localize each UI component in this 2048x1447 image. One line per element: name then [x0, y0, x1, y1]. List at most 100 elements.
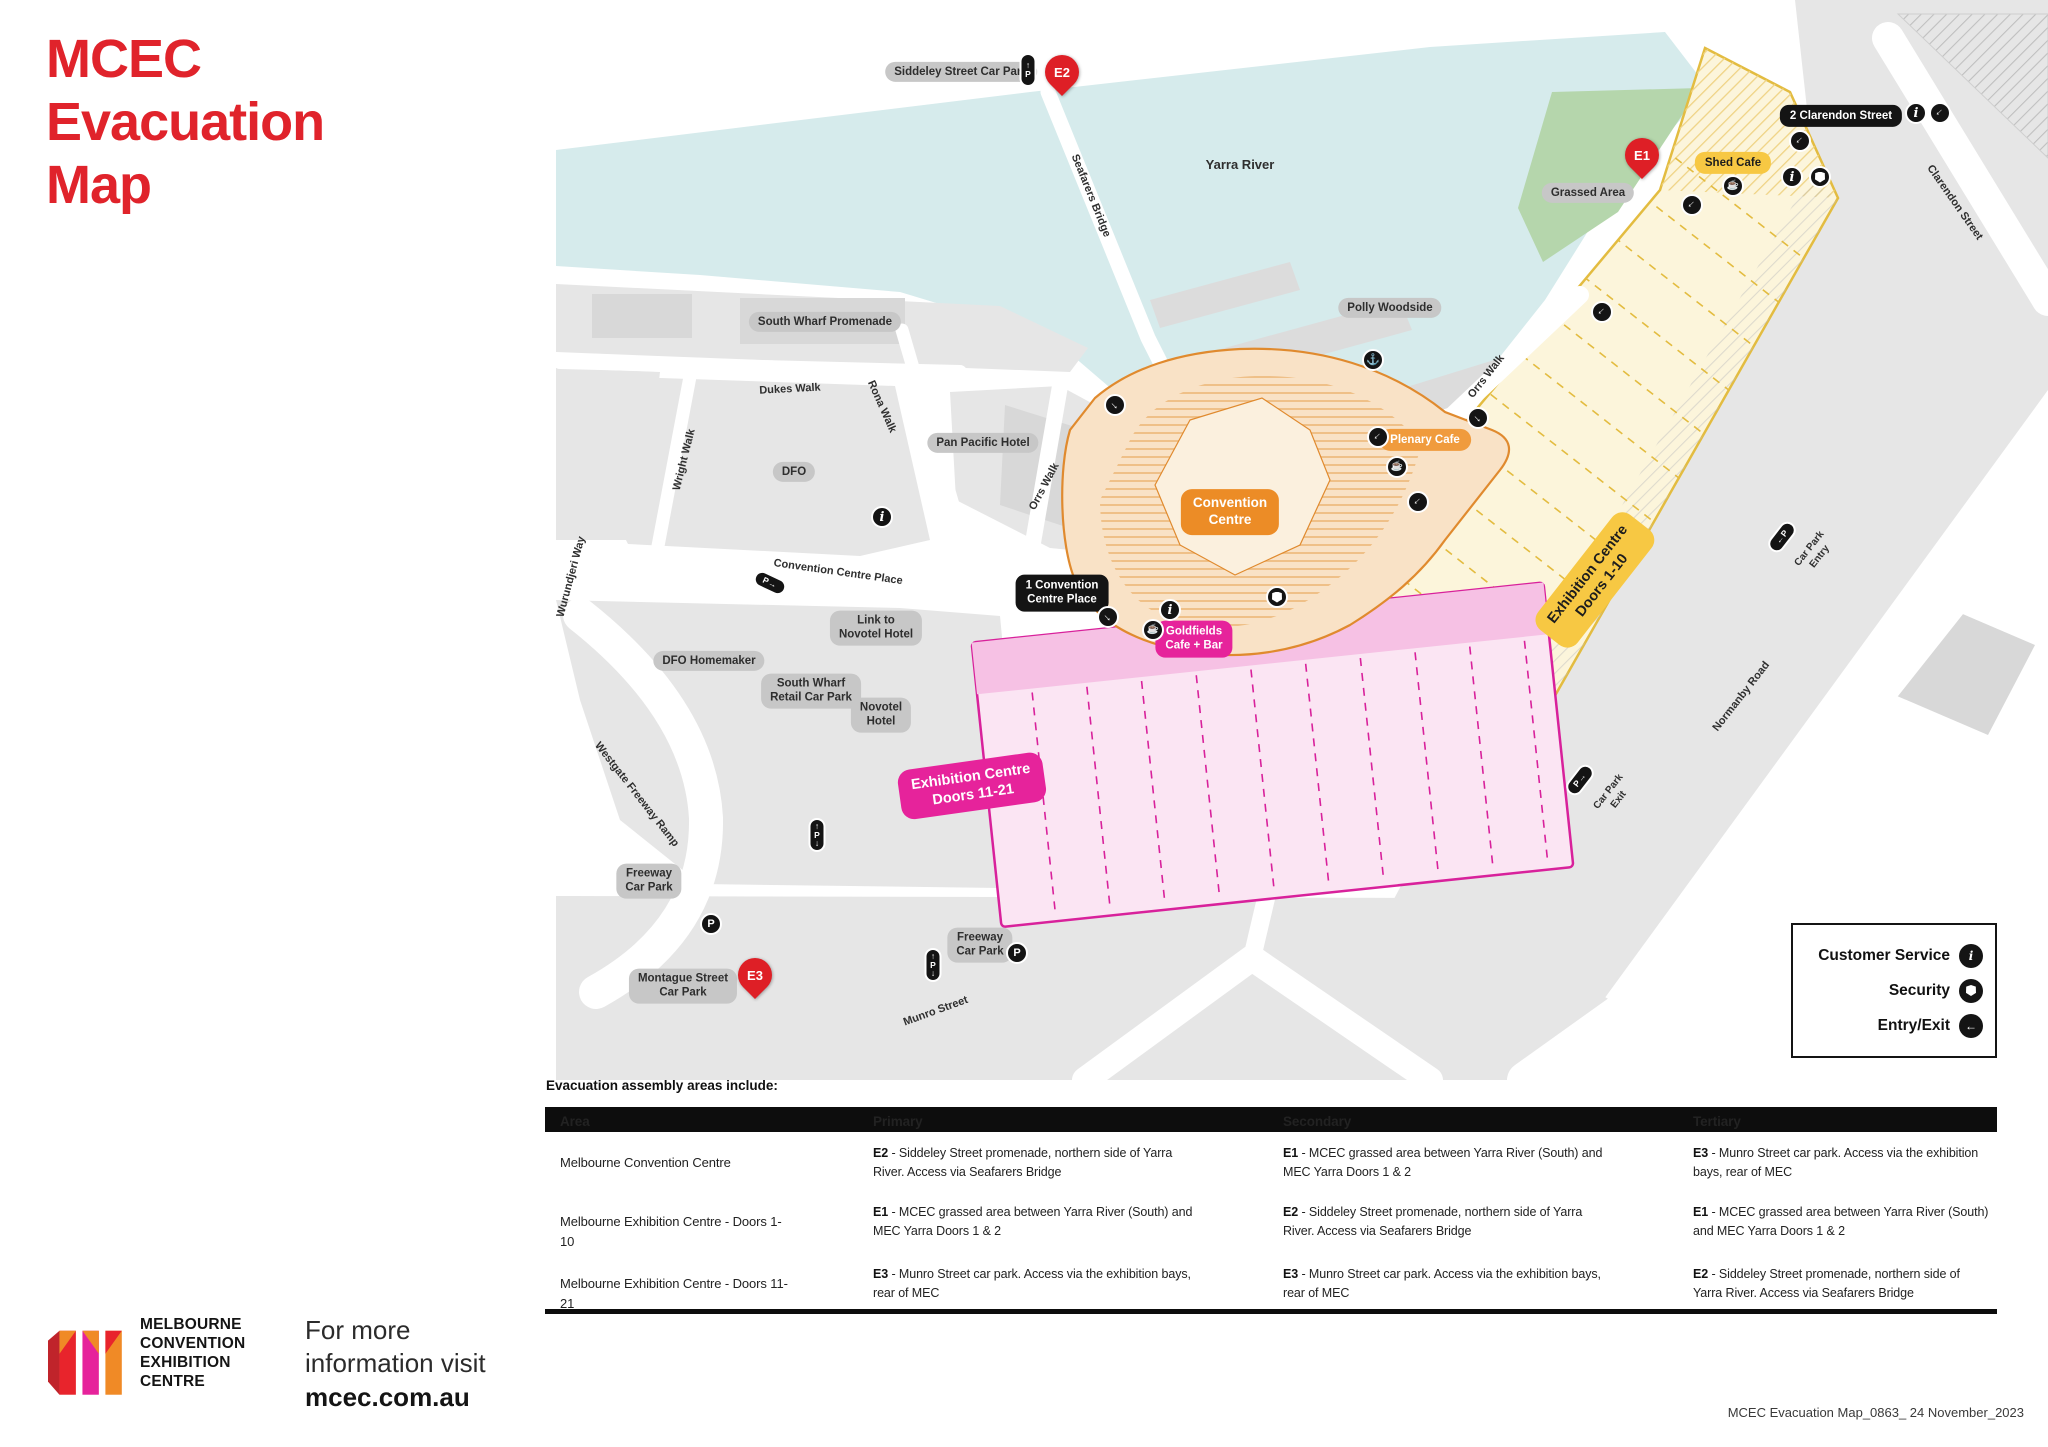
entry-exit-icon: → — [1462, 402, 1494, 434]
entry-exit-icon: → — [1924, 97, 1956, 129]
map-label-plenary-cafe: Plenary Cafe — [1379, 428, 1471, 452]
primary-cell: E2 - Siddeley Street promenade, northern… — [873, 1146, 1173, 1180]
map-label-siddeley-street-car-park: Siddeley Street Car Park — [885, 61, 1037, 83]
promo-line2: information visit — [305, 1348, 486, 1379]
column-header-tertiary: Tertiary — [1693, 1114, 1741, 1129]
street-label-dukes-walk: Dukes Walk — [759, 381, 821, 397]
map-label-south-wharf-retail-car-park: South Wharf Retail Car Park — [761, 673, 861, 709]
legend-item-customer-service: Customer Service i — [1793, 943, 1983, 968]
legend-item-security: Security — [1793, 978, 1983, 1003]
street-label-westgate-freeway-ramp: Westgate Freeway Ramp — [592, 739, 682, 850]
street-label-wurundjeri-way: Wurundjeri Way — [554, 535, 588, 619]
street-label-convention-centre-place: Convention Centre Place — [772, 557, 904, 588]
street-label-normanby-road: Normanby Road — [1710, 659, 1773, 734]
tertiary-cell: E2 - Siddeley Street promenade, northern… — [1693, 1267, 1960, 1301]
parking-entry-icon: ←P — [1764, 518, 1800, 556]
map-label-goldfields-cafe-bar: Goldfields Cafe + Bar — [1155, 620, 1233, 658]
customer-service-icon: i — [1959, 943, 1983, 968]
entry-exit-icon: → — [1676, 189, 1708, 221]
street-label-clarendon-street: Clarendon Street — [1924, 162, 1986, 243]
map-label-1-convention-centre-place: 1 Convention Centre Place — [1015, 574, 1109, 612]
map-label-exhibition-centre-doors-11-21: Exhibition Centre Doors 11-21 — [896, 750, 1048, 822]
pin-label-e2: E2 — [1054, 64, 1070, 80]
security-icon — [1959, 978, 1983, 1003]
street-label-wright-walk: Wright Walk — [670, 427, 698, 492]
secondary-cell: E2 - Siddeley Street promenade, northern… — [1283, 1205, 1583, 1239]
legend-label: Security — [1888, 981, 1950, 999]
street-label-munro-street: Munro Street — [901, 993, 970, 1029]
column-header-primary: Primary — [873, 1114, 923, 1129]
street-label-car-park-entry: Car Park Entry — [1792, 529, 1832, 570]
area-cell: Melbourne Convention Centre — [560, 1155, 731, 1170]
assembly-row-melbourne-convention-centre: Melbourne Convention Centre E2 - Siddeley… — [545, 1132, 1997, 1191]
customer-service-icon: i — [871, 506, 893, 528]
street-label-rona-walk: Rona Walk — [864, 378, 899, 435]
column-header-area: Area — [560, 1114, 590, 1129]
promo-text: For more information visit mcec.com.au — [305, 1314, 486, 1414]
area-cell: Melbourne Exhibition Centre - Doors 11-2… — [560, 1276, 788, 1312]
document-reference: MCEC Evacuation Map_0863_ 24 November_20… — [1727, 1405, 2024, 1420]
street-label-orrs-walk: Orrs Walk — [1026, 461, 1062, 513]
map-label-exhibition-centre-doors-1-10: Exhibition Centre Doors 1-10 — [1530, 506, 1660, 654]
cafe-icon: ☕ — [1142, 619, 1164, 641]
assembly-row-melbourne-exhibition-centre-doors-1-10: Melbourne Exhibition Centre - Doors 1-10… — [545, 1191, 1997, 1253]
mcec-logo-mark — [48, 1316, 130, 1403]
legend-label: Entry/Exit — [1877, 1016, 1950, 1034]
map-label-freeway-car-park: Freeway Car Park — [947, 927, 1013, 963]
tertiary-cell: E3 - Munro Street car park. Access via t… — [1693, 1146, 1979, 1180]
primary-cell: E3 - Munro Street car park. Access via t… — [873, 1267, 1191, 1301]
page-title: MCEC Evacuation Map — [46, 29, 325, 216]
parking-exit-icon: P→ — [1562, 761, 1598, 799]
secondary-cell: E3 - Munro Street car park. Access via t… — [1283, 1267, 1601, 1301]
map-label-grassed-area: Grassed Area — [1541, 182, 1635, 204]
mcec-website-text: mcec.com.au — [305, 1381, 470, 1412]
promo-line1: For more — [305, 1315, 411, 1345]
legend-item-entry-exit: Entry/Exit ← — [1793, 1013, 1983, 1038]
parking-icon: ↑ P — [1019, 53, 1037, 87]
map-label-shed-cafe: Shed Cafe — [1694, 151, 1772, 175]
street-label-orrs-walk: Orrs Walk — [1465, 352, 1507, 401]
mcec-logo-wordmark: MELBOURNE CONVENTION EXHIBITION CENTRE — [140, 1316, 246, 1390]
map-pin-e3: E3 — [730, 950, 780, 1000]
pin-label-e1: E1 — [1634, 147, 1650, 163]
map-label-convention-centre: Convention Centre — [1180, 489, 1280, 535]
entry-exit-icon: → — [1402, 486, 1434, 518]
boat-icon: ⚓ — [1362, 349, 1384, 371]
map-label-dfo-homemaker: DFO Homemaker — [653, 650, 765, 672]
assembly-intro: Evacuation assembly areas include: — [546, 1078, 778, 1093]
parking-icon: P — [700, 913, 722, 935]
map-pin-e1: E1 — [1617, 130, 1667, 180]
mcec-logo-icon — [48, 1330, 122, 1395]
security-icon — [1809, 166, 1831, 188]
assembly-row-melbourne-exhibition-centre-doors-11-21: Melbourne Exhibition Centre - Doors 11-2… — [545, 1253, 1997, 1311]
security-icon — [1266, 586, 1288, 608]
customer-service-icon: i — [1905, 102, 1927, 124]
entry-exit-icon: ← — [1959, 1013, 1983, 1038]
street-label-car-park-exit: Car Park Exit — [1591, 772, 1629, 812]
map-label-pan-pacific-hotel: Pan Pacific Hotel — [927, 432, 1039, 454]
parking-icon: ↑ P ↓ — [808, 818, 826, 852]
map-label-2-clarendon-street: 2 Clarendon Street — [1779, 104, 1903, 128]
map-label-montague-street-car-park: Montague Street Car Park — [628, 968, 738, 1004]
tertiary-cell: E1 - MCEC grassed area between Yarra Riv… — [1693, 1205, 1989, 1239]
map-pin-e2: E2 — [1037, 47, 1087, 97]
legend-label: Customer Service — [1818, 946, 1950, 964]
secondary-cell: E1 - MCEC grassed area between Yarra Riv… — [1283, 1146, 1603, 1180]
customer-service-icon: i — [1781, 166, 1803, 188]
assembly-table-header: Area Primary Secondary Tertiary — [545, 1107, 1997, 1132]
column-header-secondary: Secondary — [1283, 1114, 1352, 1129]
parking-icon: ↑ P ↓ — [924, 948, 942, 982]
parking-icon: P — [1006, 942, 1028, 964]
cafe-icon: ☕ — [1722, 175, 1744, 197]
map-label-south-wharf-promenade: South Wharf Promenade — [748, 311, 902, 333]
entry-exit-icon: → — [1586, 296, 1618, 328]
map-label-novotel-hotel: Novotel Hotel — [850, 697, 912, 733]
street-label-seafarers-bridge: Seafarers Bridge — [1068, 152, 1113, 239]
area-cell: Melbourne Exhibition Centre - Doors 1-10 — [560, 1214, 782, 1250]
street-label-yarra-river: Yarra River — [1205, 156, 1275, 172]
